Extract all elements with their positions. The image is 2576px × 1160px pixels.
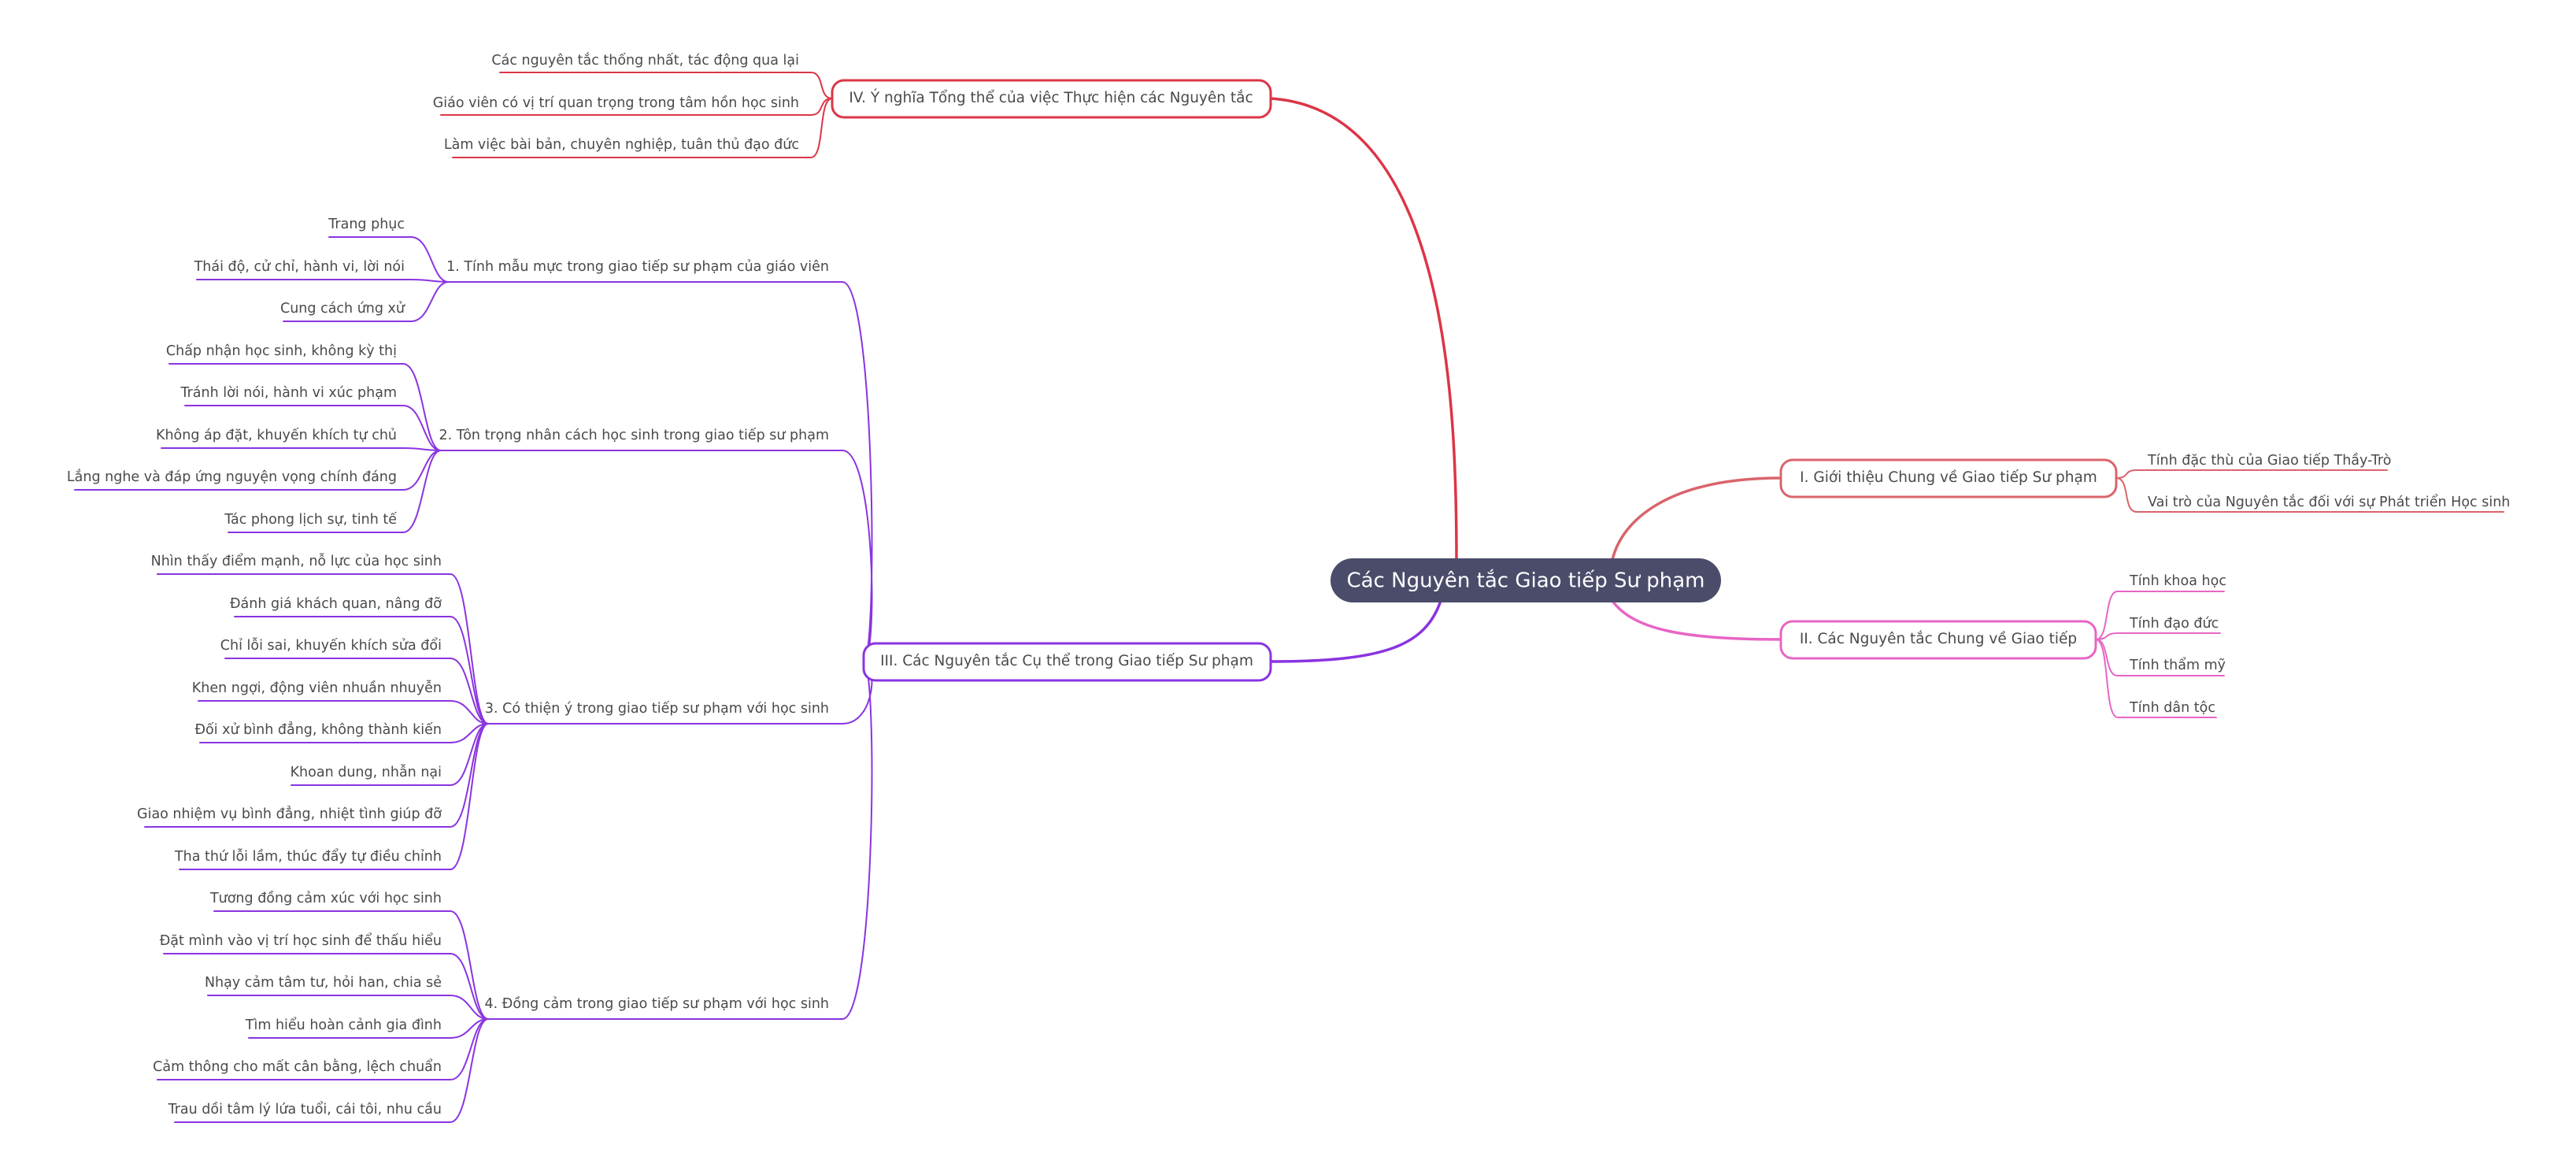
leaf-3-2-1[interactable]: Chấp nhận học sinh, không kỳ thị <box>166 343 397 359</box>
subtopic-3-4[interactable]: 4. Đồng cảm trong giao tiếp sư phạm với … <box>485 995 829 1012</box>
leaf-3-1-2[interactable]: Thái độ, cử chỉ, hành vi, lời nói <box>194 259 405 275</box>
leaf-3-3-5[interactable]: Đối xử bình đẳng, không thành kiến <box>194 721 442 738</box>
leaf-3-3-8[interactable]: Tha thứ lỗi lầm, thúc đẩy tự điều chỉnh <box>174 848 442 865</box>
leaf-3-2-2[interactable]: Tránh lời nói, hành vi xúc phạm <box>180 385 397 401</box>
leaf-3-2-5[interactable]: Tác phong lịch sự, tinh tế <box>224 511 397 528</box>
link-topic-2-1 <box>2095 591 2225 640</box>
topic-4-3[interactable]: Làm việc bài bản, chuyên nghiệp, tuân th… <box>444 137 799 153</box>
link-leaf-3-2-1 <box>168 363 442 451</box>
link-topic-1-1 <box>2115 469 2388 479</box>
leaf-3-4-5[interactable]: Cảm thông cho mất cân bằng, lệch chuẩn <box>153 1058 442 1075</box>
section-node-1-label: I. Giới thiệu Chung về Giao tiếp Sư phạm <box>1800 469 2097 486</box>
section-node-1-box <box>1779 458 2118 498</box>
section-node-3-box <box>862 642 1272 682</box>
section-node-2-box <box>1779 620 2097 660</box>
link-leaf-3-1-3 <box>283 281 450 322</box>
link-leaf-3-2-3 <box>161 447 442 451</box>
link-root-section-3 <box>1269 599 1442 663</box>
leaf-3-2-3[interactable]: Không áp đặt, khuyến khích tự chủ <box>156 427 397 443</box>
section-node-2-label: II. Các Nguyên tắc Chung về Giao tiếp <box>1800 631 2077 647</box>
subtopic-3-1[interactable]: 1. Tính mẫu mực trong giao tiếp sư phạm … <box>446 258 829 275</box>
connector-lines <box>74 72 2504 1123</box>
link-root-section-2 <box>1611 599 1782 641</box>
link-leaf-3-3-3 <box>224 658 489 725</box>
leaf-3-4-4[interactable]: Tìm hiểu hoàn cảnh gia đình <box>245 1017 442 1033</box>
link-subtopic-3-1 <box>448 281 873 662</box>
leaf-3-3-4[interactable]: Khen ngợi, động viên nhuần nhuyễn <box>192 680 442 696</box>
link-leaf-3-4-5 <box>157 1018 489 1080</box>
section-node-4-box <box>831 79 1272 119</box>
link-leaf-3-2-2 <box>184 405 442 451</box>
leaf-3-1-1[interactable]: Trang phục <box>328 217 405 232</box>
section-node-3-label: III. Các Nguyên tắc Cụ thể trong Giao ti… <box>880 653 1253 669</box>
topic-2-3[interactable]: Tính thẩm mỹ <box>2129 657 2226 673</box>
section-node-2[interactable]: II. Các Nguyên tắc Chung về Giao tiếp <box>1779 620 2097 660</box>
link-topic-2-4 <box>2095 639 2217 718</box>
topic-2-2[interactable]: Tính đạo đức <box>2129 616 2219 632</box>
topic-4-1[interactable]: Các nguyên tắc thống nhất, tác động qua … <box>491 52 799 69</box>
leaf-3-3-1[interactable]: Nhìn thấy điểm mạnh, nỗ lực của học sinh <box>151 553 442 569</box>
section-node-1[interactable]: I. Giới thiệu Chung về Giao tiếp Sư phạm <box>1779 458 2118 498</box>
link-topic-4-3 <box>452 98 833 158</box>
section-node-4-label: IV. Ý nghĩa Tổng thể của việc Thực hiện … <box>849 89 1253 106</box>
link-subtopic-3-2 <box>440 450 873 662</box>
leaf-3-1-3[interactable]: Cung cách ứng xử <box>280 301 405 317</box>
link-leaf-3-3-4 <box>198 700 489 725</box>
subtopic-3-2[interactable]: 2. Tôn trọng nhân cách học sinh trong gi… <box>439 427 829 443</box>
link-root-section-4 <box>1269 97 1458 561</box>
leaf-3-3-7[interactable]: Giao nhiệm vụ bình đẳng, nhiệt tình giúp… <box>137 806 442 822</box>
link-leaf-3-3-2 <box>234 616 489 725</box>
root-node-label: Các Nguyên tắc Giao tiếp Sư phạm <box>1346 569 1704 593</box>
link-topic-4-1 <box>499 72 833 99</box>
link-leaf-3-4-2 <box>163 953 489 1020</box>
link-leaf-3-2-5 <box>228 450 442 533</box>
leaf-3-4-3[interactable]: Nhạy cảm tâm tư, hỏi han, chia sẻ <box>205 975 442 991</box>
topic-1-1[interactable]: Tính đặc thù của Giao tiếp Thầy-Trò <box>2147 452 2391 469</box>
link-leaf-3-4-3 <box>207 995 489 1020</box>
link-topic-2-3 <box>2095 639 2225 676</box>
link-topic-1-2 <box>2115 477 2504 513</box>
root-node-box <box>1331 558 1721 602</box>
section-node-4[interactable]: IV. Ý nghĩa Tổng thể của việc Thực hiện … <box>831 79 1272 119</box>
link-leaf-3-4-6 <box>174 1018 489 1123</box>
link-leaf-3-3-1 <box>157 573 489 725</box>
link-root-section-1 <box>1611 476 1782 561</box>
link-topic-4-2 <box>440 98 833 116</box>
link-leaf-3-4-1 <box>213 910 489 1020</box>
link-leaf-3-1-1 <box>328 236 450 283</box>
link-topic-2-2 <box>2095 632 2221 640</box>
section-node-3[interactable]: III. Các Nguyên tắc Cụ thể trong Giao ti… <box>862 642 1272 682</box>
topic-2-4[interactable]: Tính dân tộc <box>2129 700 2215 716</box>
link-leaf-3-4-4 <box>248 1018 489 1039</box>
leaf-3-2-4[interactable]: Lắng nghe và đáp ứng nguyện vọng chính đ… <box>67 469 397 485</box>
link-leaf-3-1-2 <box>196 279 450 283</box>
leaf-3-4-6[interactable]: Trau dồi tâm lý lứa tuổi, cái tôi, nhu c… <box>168 1101 442 1117</box>
link-leaf-3-2-4 <box>74 450 442 491</box>
link-subtopic-3-4 <box>487 661 873 1020</box>
leaf-3-3-3[interactable]: Chỉ lỗi sai, khuyến khích sửa đổi <box>220 637 442 654</box>
leaf-3-3-2[interactable]: Đánh giá khách quan, nâng đỡ <box>230 596 442 612</box>
leaf-3-3-6[interactable]: Khoan dung, nhẫn nại <box>291 764 442 780</box>
link-leaf-3-3-6 <box>291 723 489 786</box>
leaf-3-4-1[interactable]: Tương đồng cảm xúc với học sinh <box>209 890 442 906</box>
link-leaf-3-3-7 <box>144 723 489 828</box>
root-node[interactable]: Các Nguyên tắc Giao tiếp Sư phạm <box>1331 558 1721 602</box>
topic-2-1[interactable]: Tính khoa học <box>2129 573 2226 589</box>
link-leaf-3-3-8 <box>179 723 489 870</box>
topic-4-2[interactable]: Giáo viên có vị trí quan trọng trong tâm… <box>433 95 799 111</box>
leaf-3-4-2[interactable]: Đặt mình vào vị trí học sinh để thấu hiể… <box>160 932 442 949</box>
topic-1-2[interactable]: Vai trò của Nguyên tắc đối với sự Phát t… <box>2148 494 2510 510</box>
link-leaf-3-3-5 <box>199 723 489 743</box>
subtopic-3-3[interactable]: 3. Có thiện ý trong giao tiếp sư phạm vớ… <box>485 700 829 717</box>
